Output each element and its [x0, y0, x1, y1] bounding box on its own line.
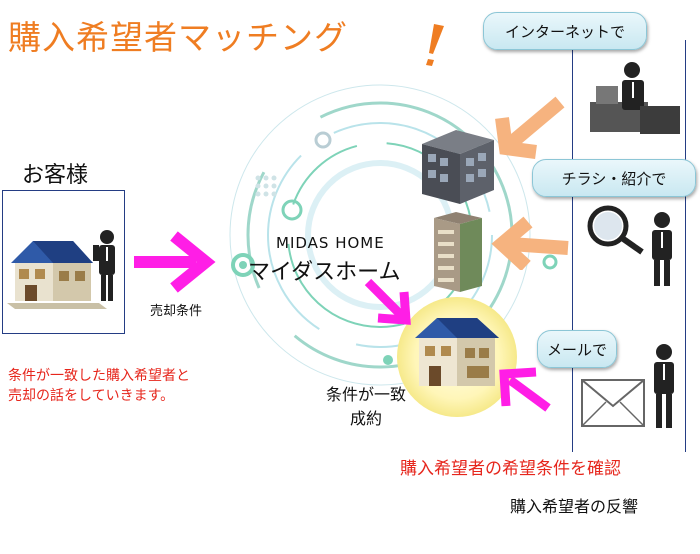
page-title: 購入希望者マッチング: [8, 18, 348, 58]
company-name-en: MIDAS HOME: [276, 234, 385, 252]
channel-mail-label: メールで: [546, 340, 607, 359]
flyer-to-apartment-arrow: [491, 216, 569, 270]
midas-to-house-arrow: [364, 278, 411, 325]
matched-house-illustration: [415, 318, 499, 386]
channel-mail: メールで: [537, 330, 617, 368]
match-result: 条件が一致 成約: [326, 383, 406, 431]
house-with-man-illustration: [7, 230, 115, 309]
internet-to-office-arrow: [495, 96, 565, 159]
buyer-reaction-label: 購入希望者の反響: [510, 497, 639, 516]
customer-label: お客様: [22, 163, 89, 188]
mail-man-illustration: [581, 344, 674, 428]
confirm-conditions-label: 購入希望者の希望条件を確認: [400, 459, 621, 479]
office-building-illustration: [422, 130, 494, 204]
customer-to-midas-arrow: [134, 231, 216, 293]
magnifier-man-illustration: [587, 205, 672, 286]
company-name-jp: マイダスホーム: [248, 260, 401, 285]
title-text: 購入希望者マッチング: [8, 18, 348, 57]
buyer-reaction-frame: [572, 40, 686, 452]
channel-internet-label: インターネットで: [504, 22, 625, 41]
channel-internet: インターネットで: [483, 12, 647, 50]
dot-grid: [255, 175, 277, 197]
decorative-dots: [231, 131, 558, 365]
exclamation-icon: [426, 24, 444, 66]
match-line-1: 条件が一致: [326, 385, 407, 404]
sale-condition-label: 売却条件: [150, 304, 203, 319]
apartment-building-illustration: [434, 212, 482, 292]
channel-flyer: チラシ・紹介で: [532, 159, 696, 197]
customer-box: [2, 190, 125, 334]
matching-note: 条件が一致した購入希望者と 売却の話をしていきます。: [8, 366, 190, 406]
note-line-2: 売却の話をしていきます。: [8, 388, 175, 404]
channel-flyer-label: チラシ・紹介で: [561, 169, 667, 188]
computer-user-illustration: [590, 62, 680, 134]
match-line-2: 成約: [350, 409, 383, 428]
note-line-1: 条件が一致した購入希望者と: [8, 368, 190, 384]
mail-to-house-arrow: [499, 367, 551, 412]
